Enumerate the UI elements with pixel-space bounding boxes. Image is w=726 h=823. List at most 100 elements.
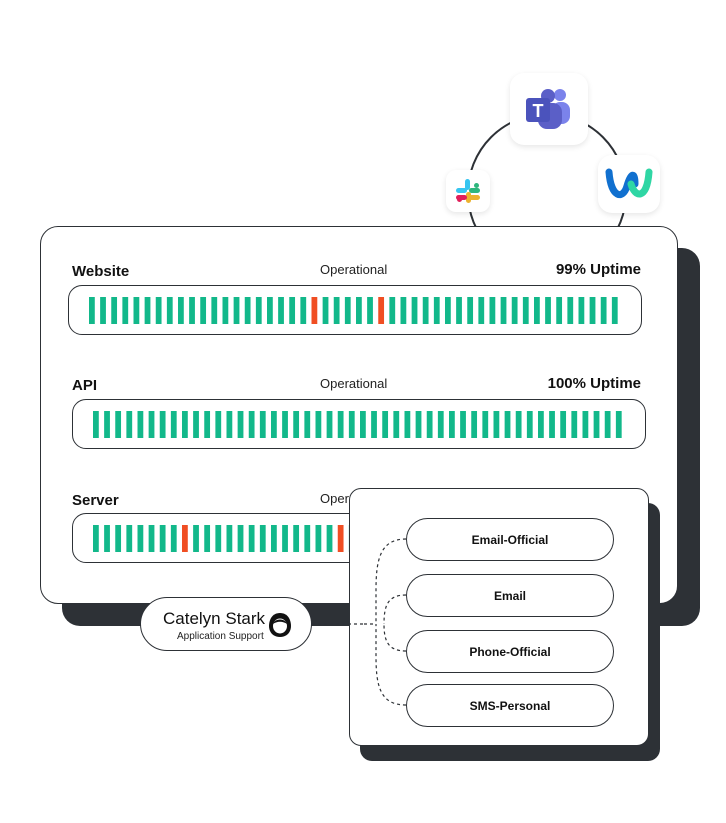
uptime-bar-website[interactable] [68,285,642,335]
uptime-tick[interactable] [226,411,233,438]
uptime-tick[interactable] [489,297,496,324]
uptime-tick[interactable] [534,297,540,324]
uptime-tick[interactable] [222,297,229,324]
uptime-tick[interactable] [248,525,255,552]
uptime-tick-incident[interactable] [311,297,318,324]
uptime-tick-incident[interactable] [378,297,385,324]
uptime-tick[interactable] [522,297,529,324]
uptime-tick[interactable] [460,411,466,438]
uptime-tick[interactable] [504,411,511,438]
uptime-tick[interactable] [326,525,333,552]
uptime-tick[interactable] [511,297,518,324]
uptime-tick[interactable] [170,525,177,552]
uptime-tick[interactable] [600,297,607,324]
uptime-tick[interactable] [259,525,266,552]
uptime-tick[interactable] [300,297,307,324]
uptime-tick[interactable] [233,297,240,324]
uptime-tick[interactable] [493,411,500,438]
uptime-tick[interactable] [526,411,533,438]
uptime-tick[interactable] [178,297,184,324]
uptime-tick[interactable] [604,411,611,438]
uptime-tick[interactable] [538,411,544,438]
uptime-tick[interactable] [315,411,322,438]
uptime-tick[interactable] [367,297,373,324]
uptime-tick[interactable] [456,297,462,324]
uptime-tick[interactable] [571,411,578,438]
uptime-tick[interactable] [467,297,474,324]
uptime-tick[interactable] [133,297,140,324]
uptime-tick[interactable] [337,411,344,438]
webex-app-tile[interactable] [598,155,660,213]
uptime-tick[interactable] [344,297,351,324]
uptime-tick[interactable] [304,411,311,438]
uptime-tick[interactable] [170,411,177,438]
uptime-tick[interactable] [259,411,266,438]
uptime-tick[interactable] [111,297,118,324]
uptime-tick[interactable] [89,297,95,324]
uptime-tick[interactable] [426,411,433,438]
uptime-tick[interactable] [166,297,173,324]
uptime-tick[interactable] [271,525,277,552]
uptime-tick[interactable] [93,411,99,438]
uptime-tick[interactable] [244,297,251,324]
uptime-tick[interactable] [115,411,122,438]
uptime-tick[interactable] [415,411,422,438]
uptime-tick[interactable] [278,297,284,324]
uptime-tick-incident[interactable] [337,525,344,552]
uptime-tick[interactable] [611,297,618,324]
uptime-tick[interactable] [326,411,333,438]
uptime-tick[interactable] [371,411,377,438]
teams-app-tile[interactable]: T [510,73,588,145]
uptime-tick[interactable] [482,411,489,438]
uptime-tick[interactable] [615,411,622,438]
uptime-tick[interactable] [182,411,188,438]
uptime-tick[interactable] [289,297,296,324]
uptime-tick[interactable] [104,411,110,438]
uptime-tick[interactable] [159,411,166,438]
uptime-tick[interactable] [159,525,166,552]
uptime-tick[interactable] [122,297,129,324]
uptime-tick[interactable] [115,525,122,552]
channel-email[interactable]: Email [406,574,614,617]
uptime-tick[interactable] [411,297,418,324]
uptime-tick[interactable] [193,411,199,438]
uptime-tick[interactable] [144,297,151,324]
uptime-tick[interactable] [322,297,329,324]
uptime-tick[interactable] [93,525,99,552]
uptime-tick[interactable] [471,411,478,438]
uptime-tick[interactable] [560,411,567,438]
uptime-tick[interactable] [404,411,411,438]
uptime-tick[interactable] [267,297,273,324]
uptime-tick[interactable] [211,297,218,324]
uptime-tick[interactable] [400,297,407,324]
slack-app-tile[interactable] [446,170,490,212]
uptime-tick[interactable] [393,411,400,438]
uptime-tick[interactable] [126,411,133,438]
uptime-tick[interactable] [348,411,355,438]
uptime-tick[interactable] [433,297,440,324]
uptime-tick[interactable] [100,297,106,324]
uptime-tick[interactable] [567,297,574,324]
uptime-tick[interactable] [389,297,396,324]
uptime-tick[interactable] [422,297,429,324]
uptime-tick[interactable] [360,411,366,438]
uptime-tick[interactable] [204,525,211,552]
uptime-tick[interactable] [437,411,444,438]
uptime-tick[interactable] [582,411,589,438]
channel-sms-personal[interactable]: SMS-Personal [406,684,614,727]
uptime-tick[interactable] [449,411,455,438]
channel-email-official[interactable]: Email-Official [406,518,614,561]
uptime-tick[interactable] [255,297,262,324]
uptime-tick[interactable] [215,411,222,438]
uptime-tick[interactable] [556,297,563,324]
uptime-tick[interactable] [148,411,155,438]
uptime-tick[interactable] [578,297,585,324]
uptime-tick[interactable] [126,525,133,552]
uptime-tick[interactable] [155,297,162,324]
uptime-tick[interactable] [500,297,507,324]
uptime-tick[interactable] [382,411,389,438]
uptime-tick[interactable] [304,525,311,552]
contact-pill[interactable]: Catelyn Stark Application Support [140,597,312,651]
uptime-tick[interactable] [445,297,451,324]
uptime-tick[interactable] [137,525,144,552]
